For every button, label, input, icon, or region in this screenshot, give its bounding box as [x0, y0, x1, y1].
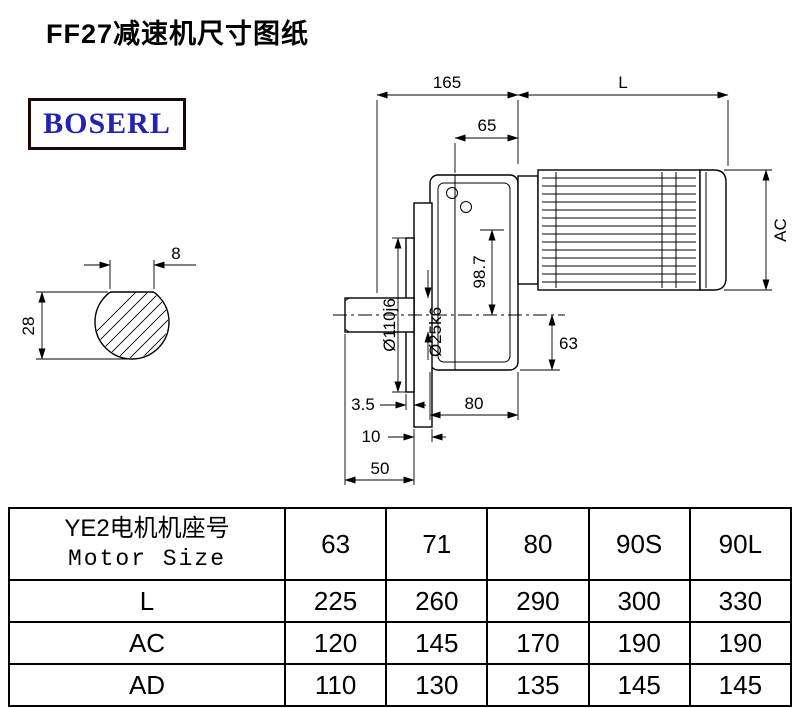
shaft-section-view: 8 28 [19, 244, 196, 360]
dim-165: 165 [376, 73, 519, 293]
dim-label-dia110: Ø110j6 [380, 298, 399, 352]
dim-10: 10 [362, 427, 446, 485]
cell-AC-71: 145 [385, 621, 489, 665]
dim-shaft-diameter: Ø25k6 [424, 270, 445, 360]
row-label-L: L [8, 579, 286, 623]
cell-L-80: 290 [486, 579, 590, 623]
cell-AD-90l: 145 [688, 663, 793, 707]
motor-size-header-cell: YE2电机机座号 Motor Size [8, 507, 286, 581]
dim-label-63: 63 [559, 334, 578, 353]
cell-L-63: 225 [283, 579, 388, 623]
cell-L-71: 260 [385, 579, 489, 623]
cell-AD-80: 135 [486, 663, 590, 707]
dimension-table: YE2电机机座号 Motor Size 63 71 80 90S 90L L 2… [8, 507, 793, 707]
dim-label-dia25: Ø25k6 [426, 307, 445, 357]
dim-label-3-5: 3.5 [351, 395, 375, 414]
motor-size-header-en: Motor Size [67, 546, 227, 572]
bolt-hole-icon [446, 187, 458, 199]
row-label-AC: AC [8, 621, 286, 665]
cell-AC-90l: 190 [688, 621, 793, 665]
dim-label-10: 10 [362, 427, 381, 446]
dim-label-80: 80 [465, 394, 484, 413]
dim-ac: AC [724, 169, 790, 291]
cell-AC-63: 120 [283, 621, 388, 665]
cell-AD-63: 110 [283, 663, 388, 707]
dim-65: 65 [454, 116, 519, 173]
dim-98-7: 98.7 [470, 229, 504, 316]
dim-label-50: 50 [371, 459, 390, 478]
dim-label-98-7: 98.7 [470, 255, 489, 288]
motor-body [517, 169, 727, 291]
motor-size-header-cn: YE2电机机座号 [64, 515, 230, 542]
table-header-row: YE2电机机座号 Motor Size 63 71 80 90S 90L [8, 507, 793, 581]
technical-drawing: 8 28 [19, 73, 790, 485]
brand-logo: BOSERL [28, 98, 186, 150]
table-row-AD: AD 110 130 135 145 145 [8, 663, 793, 707]
dim-80: 80 [429, 372, 519, 420]
cell-AD-71: 130 [385, 663, 489, 707]
dim-key-width: 8 [84, 244, 196, 289]
dim-label-165: 165 [433, 73, 461, 92]
dim-label-65: 65 [478, 116, 497, 135]
dim-label-ac: AC [771, 218, 790, 242]
motor-frame-90s: 90S [587, 507, 691, 581]
cell-AC-80: 170 [486, 621, 590, 665]
gearmotor-side-view: 165 L 65 AC 98.7 63 [333, 73, 790, 485]
table-row-L: L 225 260 290 300 330 [8, 579, 793, 623]
cell-L-90l: 330 [688, 579, 793, 623]
table-row-AC: AC 120 145 170 190 190 [8, 621, 793, 665]
dim-motor-length: L [517, 73, 729, 166]
motor-cooling-fins [542, 172, 696, 288]
dim-label-key-width: 8 [171, 244, 180, 263]
dim-50: 50 [344, 334, 415, 485]
row-label-AD: AD [8, 663, 286, 707]
page-title: FF27减速机尺寸图纸 [46, 19, 310, 49]
dim-label-28: 28 [19, 317, 38, 336]
motor-frame-80: 80 [486, 507, 590, 581]
dim-shaft-key-height: 28 [19, 291, 130, 360]
motor-frame-71: 71 [385, 507, 489, 581]
cell-AD-90s: 145 [587, 663, 691, 707]
dim-flange-spigot-diameter: Ø110j6 [380, 237, 406, 393]
fan-cover [699, 169, 727, 291]
motor-frame-63: 63 [283, 507, 388, 581]
brand-logo-text: BOSERL [43, 107, 171, 140]
cell-L-90s: 300 [587, 579, 691, 623]
bolt-hole-icon [460, 201, 472, 213]
dim-3-5: 3.5 [351, 394, 426, 414]
motor-frame-90l: 90L [688, 507, 793, 581]
shaft-section-circle [94, 292, 170, 360]
dim-63: 63 [520, 314, 578, 371]
dim-label-L: L [618, 73, 627, 92]
cell-AC-90s: 190 [587, 621, 691, 665]
